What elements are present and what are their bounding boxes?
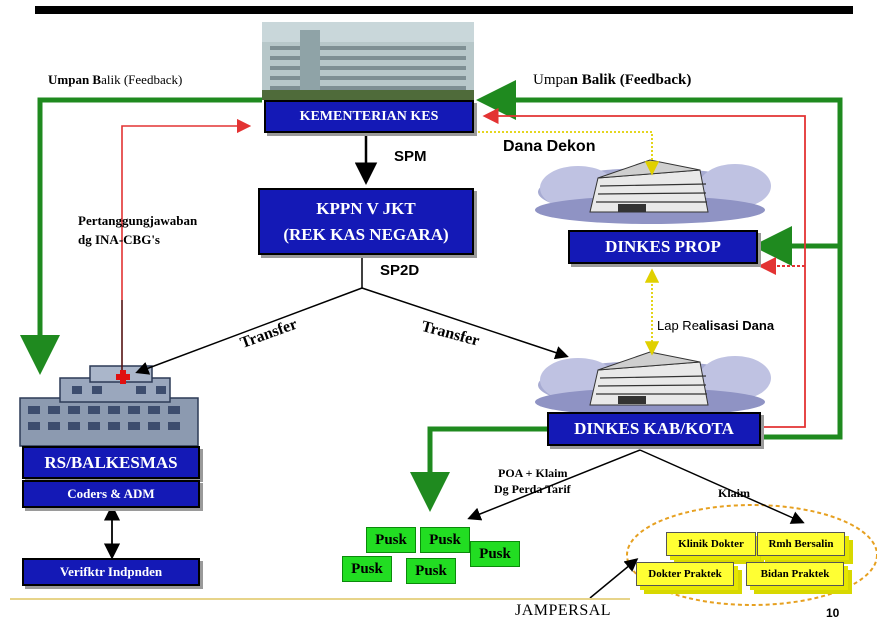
transfer-left-arrow — [135, 287, 363, 375]
dinkes-kab-label: DINKES KAB/KOTA — [574, 419, 734, 438]
umpan-balik-right-label: Umpan Balik (Feedback) — [533, 72, 692, 88]
jampersal-label: JAMPERSAL — [515, 602, 612, 619]
perda-tarif-label: Dg Perda Tarif — [494, 482, 571, 496]
top-rule — [35, 6, 853, 14]
dinkes-prop-building-icon — [535, 159, 771, 224]
pertanggungjawaban-arrow — [121, 118, 252, 370]
poa-klaim-label: POA + Klaim — [498, 466, 568, 480]
feedback-right-arrow — [476, 80, 843, 440]
pusk-block: Pusk — [366, 527, 416, 553]
jampersal-ellipse — [626, 504, 877, 606]
dinkes-kab-box: DINKES KAB/KOTA — [547, 412, 761, 446]
kppn-label-line2: (REK KAS NEGARA) — [283, 224, 449, 244]
rmh-bersalin-box: Rmh Bersalin — [757, 532, 845, 556]
kementerian-kes-box: KEMENTERIAN KES — [264, 100, 474, 133]
dana-dekon-label: Dana Dekon — [503, 138, 596, 155]
lap-realisasi-arrow — [482, 107, 806, 428]
spm-label: SPM — [394, 148, 427, 165]
kppn-box: KPPN V JKT (REK KAS NEGARA) — [258, 188, 474, 255]
rs-balkesmas-label: RS/BALKESMAS — [44, 452, 178, 472]
dinkes-prop-box: DINKES PROP — [568, 230, 758, 264]
page-number: 10 — [826, 606, 840, 620]
poa-klaim-arrow — [467, 449, 641, 521]
klinik-dokter-box: Klinik Dokter — [666, 532, 756, 556]
coders-box: Coders & ADM — [22, 480, 200, 508]
dinkes-kab-building-icon — [535, 351, 771, 416]
bottom-rule — [10, 598, 630, 600]
verifikator-box: Verifktr Indpnden — [22, 558, 200, 586]
pusk-block: Pusk — [420, 527, 470, 553]
ina-cbg-label: dg INA-CBG's — [78, 232, 160, 247]
sp2d-label: SP2D — [380, 262, 420, 279]
verifikator-label: Verifktr Indpnden — [59, 564, 163, 579]
dana-dekon-arrow — [474, 131, 660, 176]
dokter-praktek-box: Dokter Praktek — [636, 562, 734, 586]
pertanggungjawaban-label: Pertanggungjawaban — [78, 213, 198, 228]
bidan-praktek-box: Bidan Praktek — [746, 562, 844, 586]
kab-to-pusk-arrow — [410, 426, 547, 512]
umpan-balik-left-label: Umpan Balik (Feedback) — [48, 72, 183, 87]
lap-realisasi-label: Lap Realisasi Dana — [657, 318, 775, 333]
feedback-left-arrow — [20, 97, 262, 375]
transfer-right-arrow — [361, 287, 569, 360]
coders-label: Coders & ADM — [67, 486, 155, 501]
dinkes-prop-label: DINKES PROP — [605, 237, 721, 256]
pusk-block: Pusk — [406, 558, 456, 584]
ministry-building-icon — [262, 22, 474, 100]
klaim-label: Klaim — [718, 486, 750, 500]
pusk-block: Pusk — [342, 556, 392, 582]
kementerian-kes-label: KEMENTERIAN KES — [299, 108, 439, 124]
pusk-block: Pusk — [470, 541, 520, 567]
klaim-arrow — [639, 449, 805, 524]
jampersal-pointer — [589, 558, 639, 599]
rs-balkesmas-box: RS/BALKESMAS — [22, 446, 200, 479]
kppn-label-line1: KPPN V JKT — [316, 198, 416, 218]
